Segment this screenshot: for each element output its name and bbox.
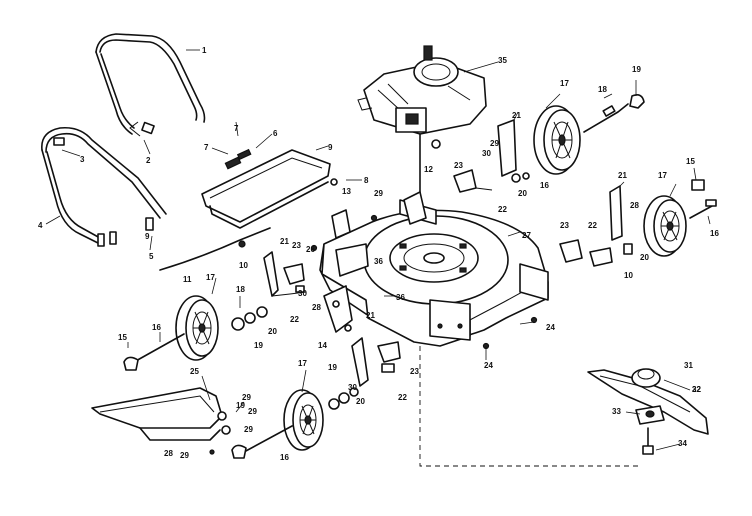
callout-21c: 21 [618,171,627,180]
rear-deflector [91,387,231,455]
callout-36: 36 [396,293,405,302]
callout-24b: 24 [484,361,493,370]
deck-hardware [129,121,538,350]
callout-labels: 1 2 3 4 5 6 7 7 8 9 9 10 10 11 12 13 14 … [38,46,719,462]
callout-9: 9 [328,143,333,152]
callout-30c: 30 [348,383,357,392]
callout-29f: 29 [180,451,189,460]
callout-15: 15 [118,333,127,342]
callout-20: 20 [268,327,277,336]
callout-20d: 20 [356,397,365,406]
callout-17b: 17 [298,359,307,368]
callout-28b: 28 [312,303,321,312]
callout-21b: 21 [512,111,521,120]
callout-18b: 18 [598,85,607,94]
callout-19d: 19 [236,401,245,410]
callout-34: 34 [678,439,687,448]
callout-4: 4 [38,221,43,230]
callout-15b: 15 [686,157,695,166]
callout-33: 33 [612,407,621,416]
wheel-left-front [123,295,268,371]
control-cable [159,227,271,271]
callout-28: 28 [164,449,173,458]
callout-7b: 7 [204,143,209,152]
callout-31: 31 [684,361,693,370]
callout-27: 27 [522,231,531,240]
callout-29c: 29 [244,425,253,434]
callout-29b: 29 [248,407,257,416]
callout-29: 29 [242,393,251,402]
callout-19c: 19 [328,363,337,372]
callout-17c: 17 [560,79,569,88]
height-adjuster-left [263,251,307,297]
callout-14: 14 [318,341,327,350]
callout-21d: 21 [366,311,375,320]
callout-24: 24 [546,323,555,332]
upper-handle [95,33,206,135]
callout-29d: 29 [490,139,499,148]
height-adjuster-right [559,185,633,267]
callout-29e: 29 [374,189,383,198]
callout-2: 2 [146,156,151,165]
callout-19: 19 [254,341,263,350]
callout-30b: 30 [482,149,491,158]
callout-22b: 22 [498,205,507,214]
callout-23: 23 [292,241,301,250]
callout-23b: 23 [454,161,463,170]
callout-35: 35 [498,56,507,65]
callout-10: 10 [239,261,248,270]
callout-17d: 17 [658,171,667,180]
callout-32: 32 [692,385,701,394]
leader-lines [45,49,711,451]
callout-19b: 19 [632,65,641,74]
wheel-upper-right [533,94,645,175]
callout-22: 22 [290,315,299,324]
callout-22d: 22 [398,393,407,402]
callout-22c: 22 [588,221,597,230]
callout-13: 13 [342,187,351,196]
wheel-bottom-front [231,387,359,459]
callout-3: 3 [80,155,85,164]
callout-30: 30 [298,289,307,298]
callout-28c: 28 [630,201,639,210]
callout-16b: 16 [280,453,289,462]
callout-8: 8 [364,176,369,185]
callout-16: 16 [152,323,161,332]
callout-7: 7 [234,124,239,133]
callout-16d: 16 [710,229,719,238]
callout-9b: 9 [145,232,150,241]
callout-12: 12 [424,165,433,174]
callout-21: 21 [280,237,289,246]
callout-11: 11 [183,275,192,284]
bracket-12 [331,191,427,239]
mower-deck [319,199,549,347]
callout-5: 5 [149,252,154,261]
callout-1: 1 [202,46,207,55]
discharge-plate [201,148,331,229]
callout-23c: 23 [560,221,569,230]
callout-25: 25 [190,367,199,376]
callout-18: 18 [236,285,245,294]
engine [357,45,487,250]
wheel-far-right [643,179,717,257]
height-adjuster-right-upper [453,119,530,193]
callout-20b: 20 [518,189,527,198]
lower-handle [41,126,167,247]
height-adjuster-bottom [351,337,401,387]
callout-20c: 20 [640,253,649,262]
callout-23d: 23 [410,367,419,376]
callout-26: 26 [306,245,315,254]
callout-36b: 36 [374,257,383,266]
callout-22e: 22 [692,385,701,394]
blade [419,346,709,467]
callout-16c: 16 [540,181,549,190]
callout-10b: 10 [624,271,633,280]
callout-6: 6 [273,129,278,138]
callout-17: 17 [206,273,215,282]
